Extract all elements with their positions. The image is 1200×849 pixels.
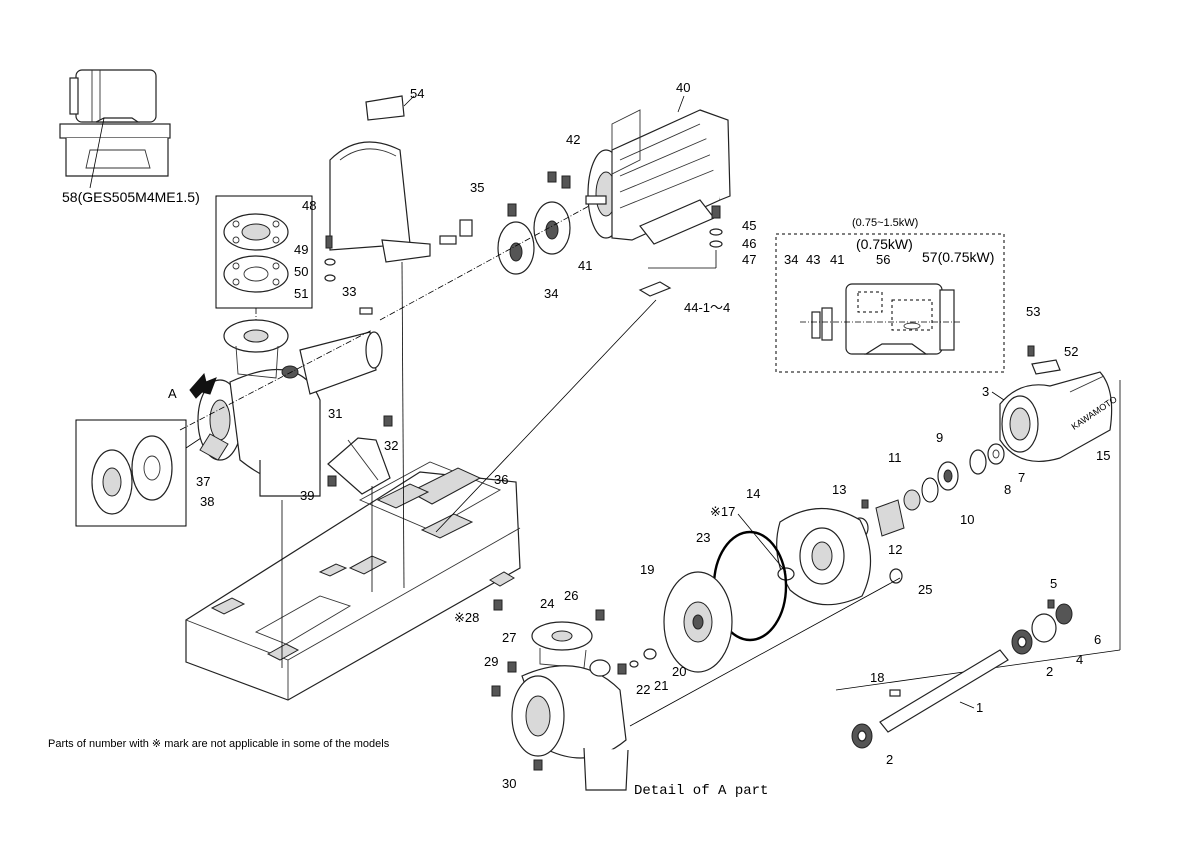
arrow-a: A <box>168 372 217 401</box>
callout-2-upper: 2 <box>1046 664 1053 679</box>
callout-49: 49 <box>294 242 308 257</box>
footnote: Parts of number with ※ mark are not appl… <box>48 738 390 750</box>
impeller-and-oring <box>617 530 901 727</box>
callout-25: 25 <box>918 582 932 597</box>
callout-57: 57(0.75kW) <box>922 249 994 265</box>
arrow-a-label: A <box>168 386 177 401</box>
motor-40 <box>585 109 731 245</box>
callout-53: 53 <box>1026 304 1040 319</box>
callout-11: 11 <box>888 450 902 465</box>
callout-26: 26 <box>564 588 578 603</box>
flange-inset-top <box>215 195 313 330</box>
callout-33: 33 <box>342 284 356 299</box>
callout-10: 10 <box>960 512 974 527</box>
callout-39: 39 <box>300 488 314 503</box>
callout-44: 44-1～4 <box>684 300 730 315</box>
callout-19: 19 <box>640 562 654 577</box>
motor-base-assembly-58 <box>59 69 171 189</box>
callout-34: 34 <box>544 286 558 301</box>
callout-7: 7 <box>1018 470 1025 485</box>
motor-bolts <box>547 171 723 297</box>
callout-15: 15 <box>1096 448 1110 463</box>
callout-56: 56 <box>876 252 890 267</box>
casing-cover-14 <box>776 507 903 606</box>
callout-4: 4 <box>1076 652 1083 667</box>
callout-48: 48 <box>302 198 316 213</box>
callout-37: 37 <box>196 474 210 489</box>
inset-label-075: (0.75kW) <box>856 236 913 252</box>
motor-variant-inset: (0.75~1.5kW) (0.75kW) <box>775 217 1005 373</box>
callout-41-inset: 41 <box>830 252 844 267</box>
callout-22: 22 <box>636 682 650 697</box>
callout-52: 52 <box>1064 344 1078 359</box>
coupling-guard-48 <box>329 95 431 263</box>
callout-6: 6 <box>1094 632 1101 647</box>
inset-label-range: (0.75~1.5kW) <box>852 217 918 229</box>
callout-28: ※28 <box>454 610 479 625</box>
shaft-and-bearings <box>851 599 1073 749</box>
callout-40: 40 <box>676 80 690 95</box>
callout-50: 50 <box>294 264 308 279</box>
pump-casing-detail-24 <box>491 599 629 791</box>
coupling-halves <box>379 199 601 321</box>
callout-34-inset: 34 <box>784 252 798 267</box>
support-bracket-31 <box>327 415 393 495</box>
callout-43: 43 <box>806 252 820 267</box>
flange-inset-left <box>75 419 211 527</box>
callout-13: 13 <box>832 482 846 497</box>
callout-2-lower: 2 <box>886 752 893 767</box>
callout-58: 58(GES505M4ME1.5) <box>62 189 200 205</box>
callout-27: 27 <box>502 630 516 645</box>
callout-47: 47 <box>742 252 756 267</box>
callout-9: 9 <box>936 430 943 445</box>
callout-30: 30 <box>502 776 516 791</box>
leader-lines-main <box>281 261 657 668</box>
mechanical-seal-parts <box>835 380 1121 691</box>
callout-17: ※17 <box>710 504 735 519</box>
callout-45: 45 <box>742 218 756 233</box>
bearing-bracket-3: KAWAMOTO <box>999 345 1119 462</box>
callout-32: 32 <box>384 438 398 453</box>
small-fasteners <box>324 203 517 315</box>
pump-casing-main <box>179 319 383 497</box>
callout-3: 3 <box>982 384 989 399</box>
callout-41: 41 <box>578 258 592 273</box>
detail-caption: Detail of A part <box>634 783 769 799</box>
callout-36: 36 <box>494 472 508 487</box>
callout-labels: 1 2 2 3 4 5 6 7 8 9 10 11 12 13 14 15 ※1… <box>62 80 1110 791</box>
callout-46: 46 <box>742 236 756 251</box>
callout-5: 5 <box>1050 576 1057 591</box>
callout-42: 42 <box>566 132 580 147</box>
callout-54: 54 <box>410 86 424 101</box>
callout-31: 31 <box>328 406 342 421</box>
callout-21: 21 <box>654 678 668 693</box>
callout-1: 1 <box>976 700 983 715</box>
callout-38: 38 <box>200 494 214 509</box>
callout-35: 35 <box>470 180 484 195</box>
callout-51: 51 <box>294 286 308 301</box>
callout-29: 29 <box>484 654 498 669</box>
base-plate-36 <box>185 461 521 701</box>
callout-23: 23 <box>696 530 710 545</box>
callout-18: 18 <box>870 670 884 685</box>
callout-14: 14 <box>746 486 760 501</box>
callout-24: 24 <box>540 596 554 611</box>
callout-8: 8 <box>1004 482 1011 497</box>
callout-12: 12 <box>888 542 902 557</box>
callout-20: 20 <box>672 664 686 679</box>
